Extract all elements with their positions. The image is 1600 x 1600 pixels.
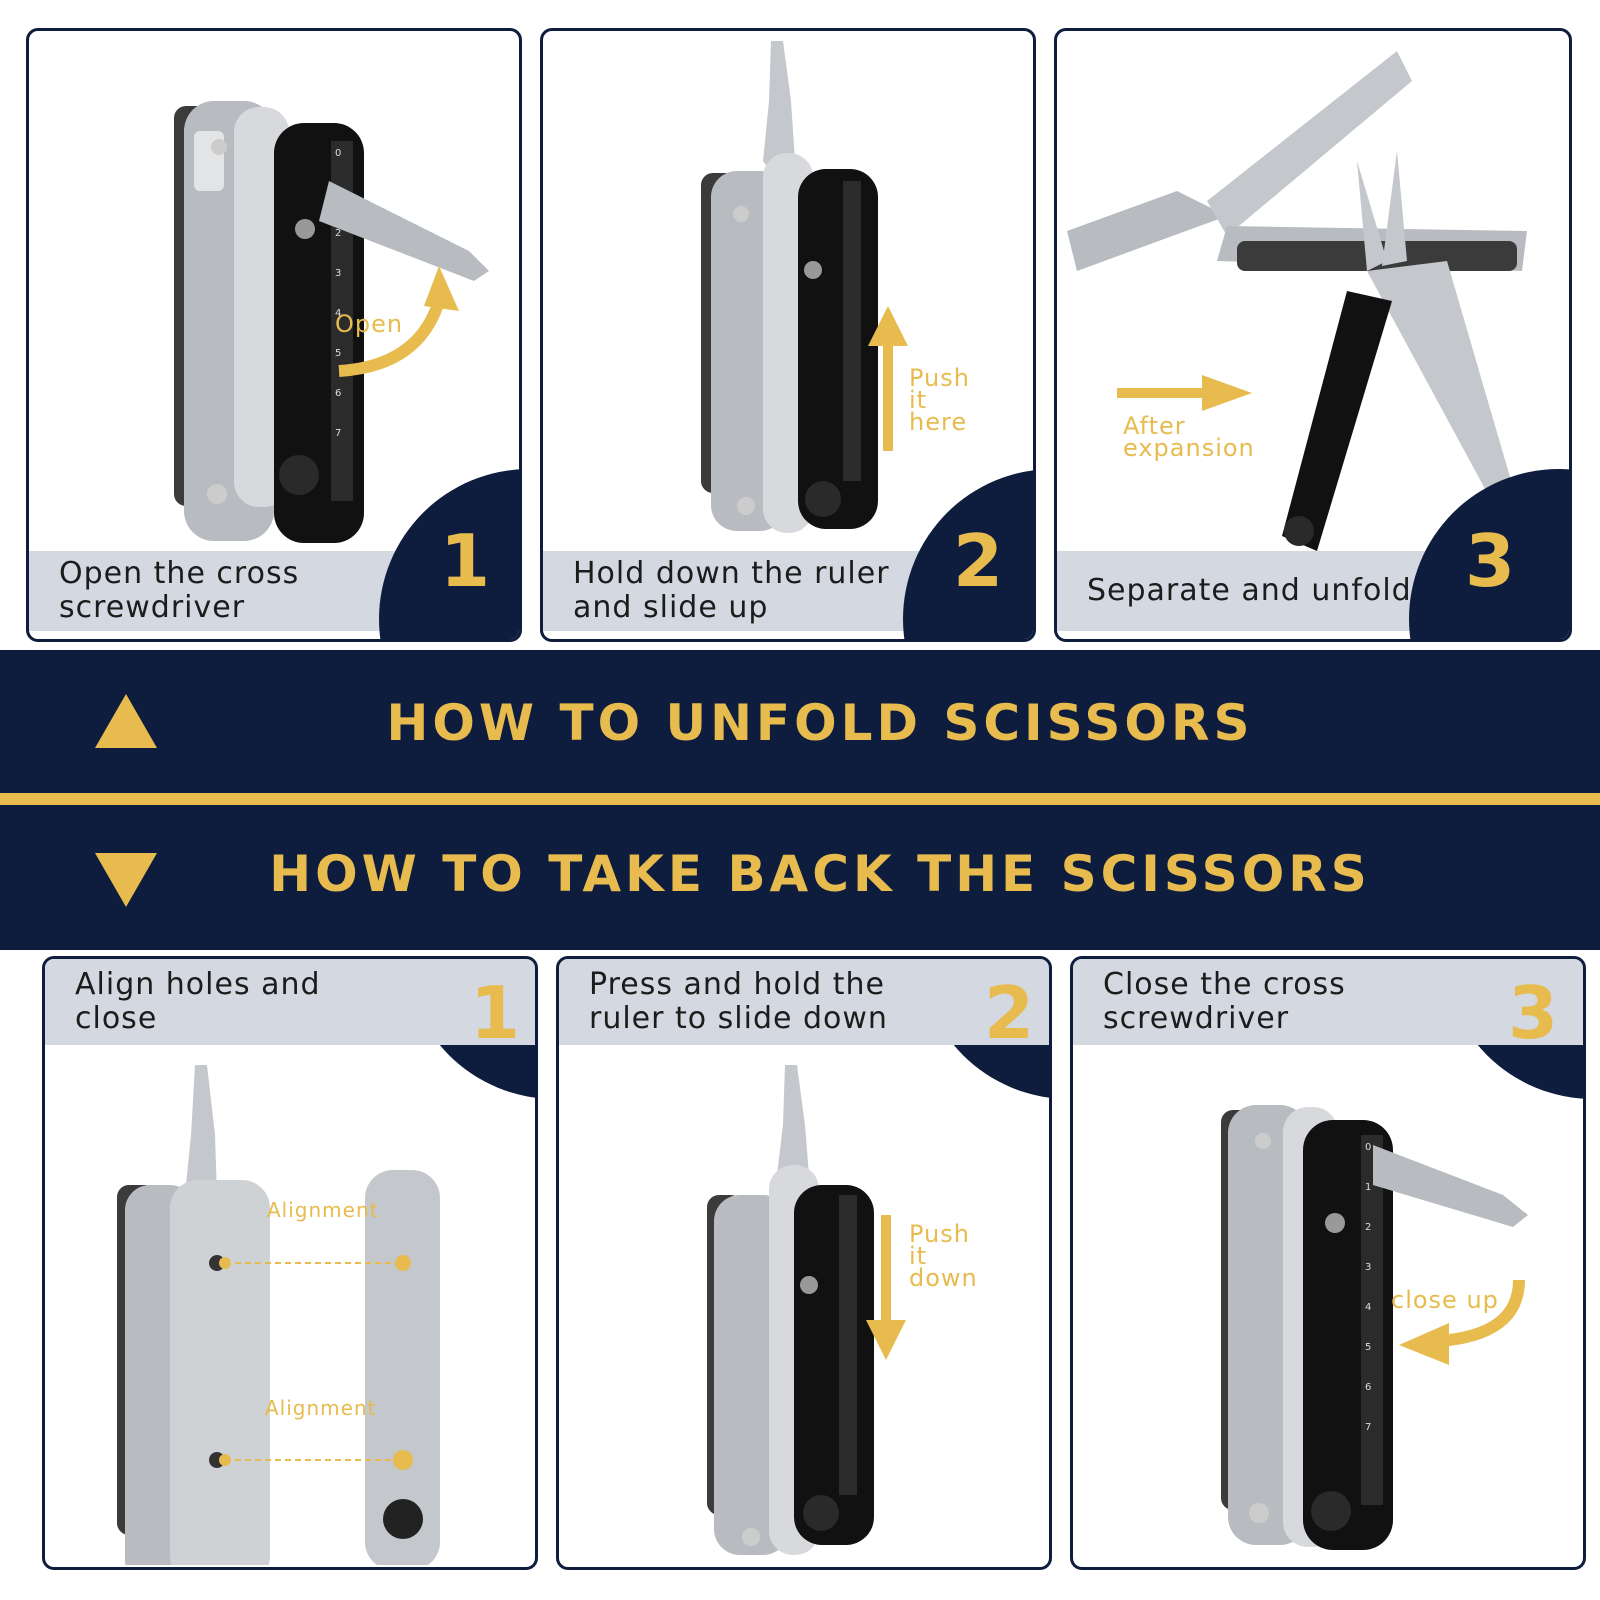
open-arrow-icon [338,266,459,377]
svg-text:5: 5 [1365,1342,1371,1353]
expansion-arrow-icon [1117,375,1252,411]
unfold-heading: HOW TO UNFOLD SCISSORS [386,694,1254,752]
unfold-step-3-card: After expansion Separate and unfold 3 [1054,28,1572,642]
step-number: 3 [1507,971,1559,1055]
unfold-step-2-card: Push it here Hold down the ruler and sli… [540,28,1036,642]
svg-text:2: 2 [1365,1222,1371,1233]
step-number: 3 [1464,519,1516,603]
takeback-step-1-card: Align holes and close 1 Alignment Alignm… [42,956,538,1570]
takeback-step-2-card: Press and hold the ruler to slide down 2… [556,956,1052,1570]
svg-text:3: 3 [335,268,341,279]
gold-divider [0,793,1600,805]
caption-text: Press and hold the ruler to slide down [589,967,888,1036]
takeback-heading: HOW TO TAKE BACK THE SCISSORS [269,845,1371,903]
caption-text: Separate and unfold [1087,573,1412,608]
multitool-expanded-illustration [1067,51,1527,551]
alignment-annotation-bottom: Alignment [265,1396,377,1420]
svg-text:0: 0 [335,148,341,159]
unfold-step-1-card: 0 1 2 3 4 5 6 7 Open Open the cross screwdrive… [26,28,522,642]
unfold-heading-band [0,650,1600,793]
step-number: 1 [439,519,491,603]
alignment-annotation-top: Alignment [267,1198,379,1222]
svg-text:4: 4 [1365,1302,1371,1313]
close-up-arrow-icon [1399,1279,1525,1365]
multitool-slide-down-illustration [707,1065,874,1555]
caption-text: Hold down the ruler and slide up [573,556,890,625]
svg-text:5: 5 [335,348,341,359]
open-annotation: Open [335,310,404,338]
svg-text:7: 7 [335,428,341,439]
close-up-annotation: close up [1391,1286,1499,1314]
push-it-here-annotation: Push it here [909,364,970,436]
takeback-heading-band [0,805,1600,950]
svg-text:4: 4 [335,308,341,319]
caption-text: Align holes and close [75,967,321,1036]
multitool-close-screwdriver-illustration: 0 1 2 3 4 5 6 7 [1221,1105,1528,1550]
triangle-up-icon [95,694,157,748]
takeback-step-2-caption: Press and hold the ruler to slide down [559,959,1049,1045]
svg-text:3: 3 [1365,1262,1371,1273]
step-number: 2 [983,971,1035,1055]
step-number: 1 [469,971,521,1055]
step-number: 2 [952,519,1004,603]
svg-text:7: 7 [1365,1422,1371,1433]
align-holes-illustration [117,1065,440,1565]
svg-text:6: 6 [1365,1382,1371,1393]
caption-text: Open the cross screwdriver [59,556,300,625]
svg-text:2: 2 [335,228,341,239]
multitool-slide-up-illustration [701,41,878,533]
caption-text: Close the cross screwdriver [1103,967,1346,1036]
triangle-down-icon [95,853,157,907]
push-up-arrow-icon [868,306,908,451]
takeback-step-1-caption: Align holes and close [45,959,535,1045]
svg-text:6: 6 [335,388,341,399]
push-it-down-annotation: Push it down [909,1220,978,1292]
after-expansion-annotation: After expansion [1123,412,1255,462]
takeback-step-3-caption: Close the cross screwdriver [1073,959,1583,1045]
svg-text:1: 1 [1365,1182,1371,1193]
svg-text:0: 0 [1365,1142,1371,1153]
push-down-arrow-icon [866,1215,906,1360]
